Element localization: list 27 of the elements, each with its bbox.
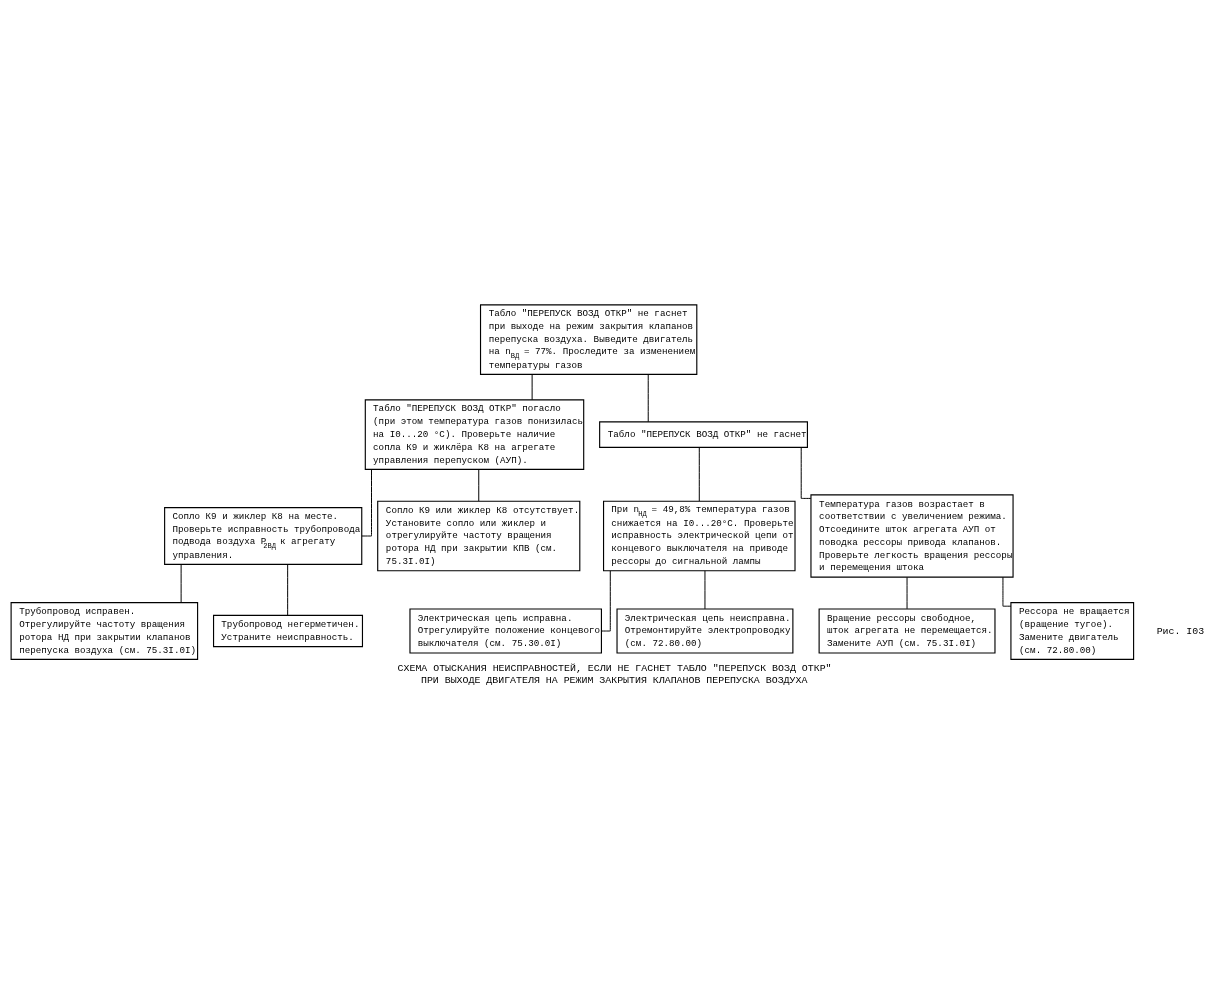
node-box: Табло "ПЕРЕПУСК ВОЗД ОТКР" не гаснет [599,420,808,448]
connector [531,373,533,400]
node-box: Сопло К9 и жиклер К8 на месте. Проверьте исправность трубопровода подвода воздуха P$_{2ВД}$ к агрегату управления. [164,506,363,565]
node-box: Трубопровод негерметичен. Устраните неисправность. [213,614,364,647]
connector [180,563,182,603]
node-box: Сопло К9 или жиклер К8 отсутствует. Установите сопло или жиклер и отрегулируйте частоту вращения ротора НД при закрытии КПВ (см. 75.3I.0I) [377,500,581,571]
node-box: Вращение рессоры свободное, шток агрегата не перемещается. Замените АУП (см. 75.3I.0I) [818,607,996,654]
label: Рис. I03 [1156,625,1205,637]
connector [647,373,649,422]
node-box: Электрическая цепь исправна. Отрегулируйте положение концевого выключателя (см. 75.30.0I) [409,607,602,654]
caption: СХЕМА ОТЫСКАНИЯ НЕИСПРАВНОСТЕЙ, ЕСЛИ НЕ ГАСНЕТ ТАБЛО "ПЕРЕПУСК ВОЗД ОТКР" ПРИ ВЫХОДЕ ДВИГАТЕЛЯ НА РЕЖИМ ЗАКРЫТИЯ КЛАПАНОВ ПЕРЕПУСКА ВОЗДУХА [397,662,832,686]
node-box: Табло "ПЕРЕПУСК ВОЗД ОТКР" не гаснет при выходе на режим закрытия клапанов перепуска воздуха. Выведите двигатель на n$_{ВД}$ = 77%. Проследите за изменением температуры газов [479,303,698,375]
node-box: Рессора не вращается (вращение тугое). Замените двигатель (см. 72.80.00) [1010,601,1135,660]
connector [1002,576,1012,607]
connector [361,468,372,536]
node-box: Трубопровод исправен. Отрегулируйте частоту вращения ротора НД при закрытии клапанов перепуска воздуха (см. 75.3I.0I) [10,601,199,660]
node-box: Табло "ПЕРЕПУСК ВОЗД ОТКР" погасло (при этом температура газов понизилась на I0...20 °C). Проверьте наличие сопла К9 и жиклёра К8 на агрегате управления перепуском (АУП). [364,398,585,470]
connector [478,468,480,502]
connector [601,569,611,631]
node-box: Температура газов возрастает в соответствии с увеличением режима. Отсоедините шток агрегата АУП от поводка рессоры привода клапанов. Проверьте легкость вращения рессоры и перемещения штока [810,493,1014,578]
connector [800,446,812,499]
connector [704,569,706,609]
node-box: При n$_{НД}$ = 49,8% температура газов снижается на I0...20°C. Проверьте исправность электрической цепи от концевого выключателя на приводе рессоры до сигнальной лампы [603,500,796,571]
node-box: Электрическая цепь неисправна. Отремонтируйте электропроводку (см. 72.80.00) [616,607,794,654]
connector [698,446,700,502]
connector [287,563,289,616]
connector [906,576,908,609]
